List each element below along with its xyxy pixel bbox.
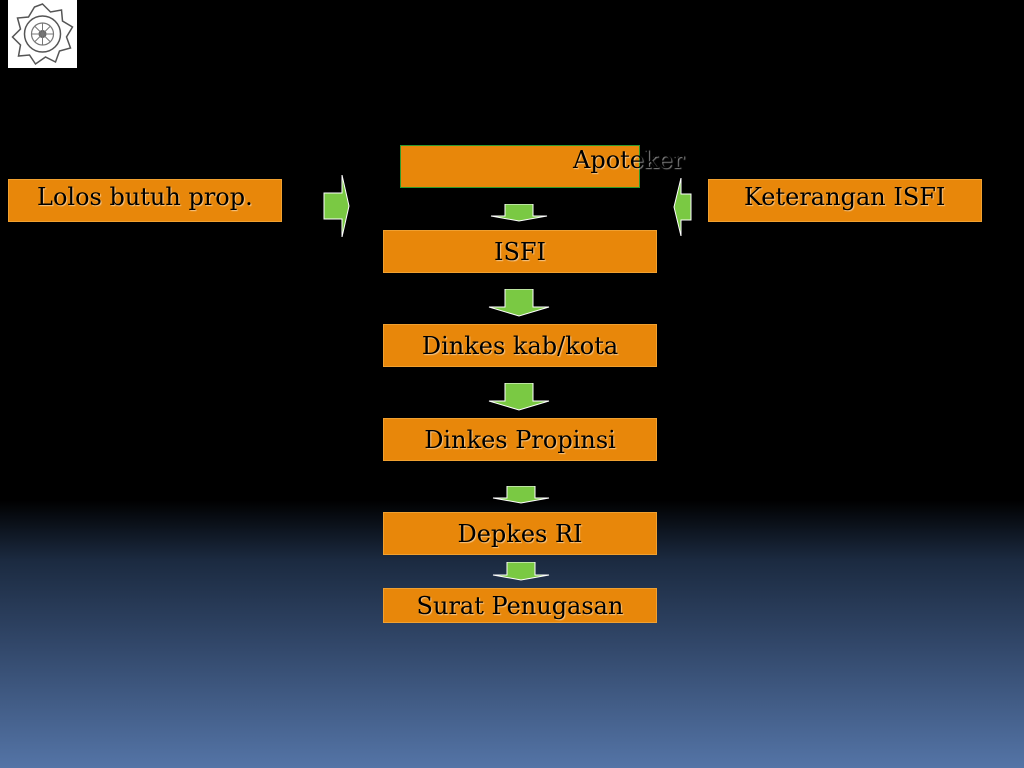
lolos-butuh-prop-label: Lolos butuh prop. [37,183,253,211]
arrow-down-icon [488,383,550,411]
keterangan-isfi-label: Keterangan ISFI [744,183,946,211]
arrow-down-icon [488,289,550,317]
dinkes-kab-kota-box: Dinkes kab/kota [383,324,657,367]
arrow-left-icon [673,178,692,236]
depkes-ri-label: Depkes RI [457,519,583,548]
arrow-down-icon [492,562,550,581]
isfi-label: ISFI [493,237,547,266]
depkes-ri-box: Depkes RI [383,512,657,555]
university-seal-logo [8,0,77,68]
keterangan-isfi-box: Keterangan ISFI [708,179,982,222]
dinkes-propinsi-label: Dinkes Propinsi [424,425,616,454]
arrow-right-icon [323,175,350,237]
dinkes-propinsi-box: Dinkes Propinsi [383,418,657,461]
arrow-down-icon [492,486,550,504]
dinkes-kab-kota-label: Dinkes kab/kota [421,331,619,360]
surat-penugasan-label: Surat Penugasan [416,591,624,620]
arrow-down-icon [490,204,548,222]
apoteker-box: Apoteker [400,145,684,188]
isfi-box: ISFI [383,230,657,273]
lolos-butuh-prop-box: Lolos butuh prop. [8,179,282,222]
surat-penugasan-box: Surat Penugasan [383,588,657,623]
apoteker-label: Apoteker [573,146,685,174]
